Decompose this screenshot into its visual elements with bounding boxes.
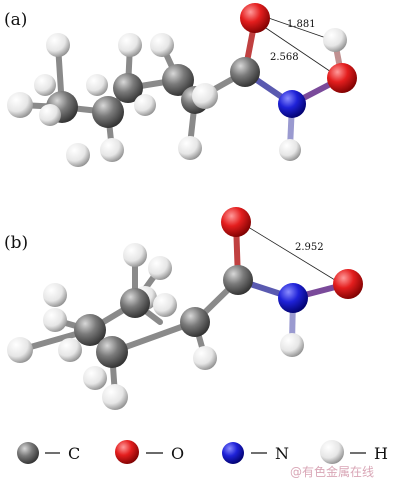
panel-b: (b) 2.952 xyxy=(4,207,363,410)
carbon-atom xyxy=(113,73,143,103)
distance-label-b1: 2.952 xyxy=(295,242,324,253)
carbon-swatch xyxy=(17,442,39,464)
carbon-atom xyxy=(230,57,260,87)
legend-label-oxygen: O xyxy=(171,444,184,463)
distance-label-a1: 1.881 xyxy=(287,19,316,30)
hydrogen-atom xyxy=(134,94,156,116)
hydrogen-atom xyxy=(39,104,61,126)
legend: C O N H xyxy=(17,440,388,464)
legend-item-carbon: C xyxy=(17,442,80,464)
hydrogen-atom xyxy=(153,293,177,317)
oxygen-atom xyxy=(221,207,251,237)
hydrogen-swatch xyxy=(320,440,344,464)
hydrogen-atom xyxy=(7,337,33,363)
legend-item-oxygen: O xyxy=(115,440,184,464)
hydrogen-atom xyxy=(66,143,90,167)
watermark: @有色金属在线 xyxy=(290,464,374,479)
hydrogen-atom xyxy=(123,243,147,267)
panel-b-label: (b) xyxy=(4,233,28,253)
hydrogen-atom xyxy=(43,283,67,307)
hydrogen-atom xyxy=(118,33,142,57)
panel-b-atoms xyxy=(7,207,363,410)
nitrogen-atom xyxy=(278,90,306,118)
carbon-atom xyxy=(180,307,210,337)
hydrogen-atom xyxy=(178,136,202,160)
panel-a-label: (a) xyxy=(4,10,27,30)
carbon-atom xyxy=(120,288,150,318)
carbon-atom xyxy=(96,336,128,368)
hydrogen-atom xyxy=(148,256,172,280)
hydrogen-atom xyxy=(193,346,217,370)
hydrogen-atom xyxy=(83,366,107,390)
hydrogen-atom xyxy=(86,74,108,96)
nitrogen-swatch xyxy=(222,442,244,464)
panel-a: (a) 1.881 2.568 xyxy=(4,3,357,167)
oxygen-swatch xyxy=(115,440,139,464)
hydrogen-atom xyxy=(102,384,128,410)
hydrogen-atom xyxy=(323,28,347,52)
oxygen-atom xyxy=(240,3,270,33)
carbon-atom xyxy=(74,314,106,346)
oxygen-atom xyxy=(327,63,357,93)
legend-label-carbon: C xyxy=(68,444,80,463)
carbon-atom xyxy=(162,64,194,96)
hydrogen-atom xyxy=(150,33,174,57)
panel-a-atoms xyxy=(7,3,357,167)
nitrogen-atom xyxy=(278,283,308,313)
oxygen-atom xyxy=(333,269,363,299)
carbon-atom xyxy=(223,265,253,295)
legend-label-nitrogen: N xyxy=(275,444,289,463)
carbon-atom xyxy=(92,96,124,128)
hydrogen-atom xyxy=(58,338,82,362)
hydrogen-atom xyxy=(192,83,218,109)
hydrogen-atom xyxy=(43,308,67,332)
hydrogen-atom xyxy=(100,138,124,162)
hydrogen-atom xyxy=(280,333,304,357)
legend-item-nitrogen: N xyxy=(222,442,289,464)
legend-item-hydrogen: H xyxy=(320,440,388,464)
hydrogen-atom xyxy=(34,74,56,96)
panel-b-distance-lines xyxy=(239,221,349,289)
hydrogen-atom xyxy=(279,139,301,161)
hydrogen-atom xyxy=(46,33,70,57)
legend-label-hydrogen: H xyxy=(374,444,388,463)
hydrogen-atom xyxy=(7,92,33,118)
distance-label-a2: 2.568 xyxy=(270,52,299,63)
